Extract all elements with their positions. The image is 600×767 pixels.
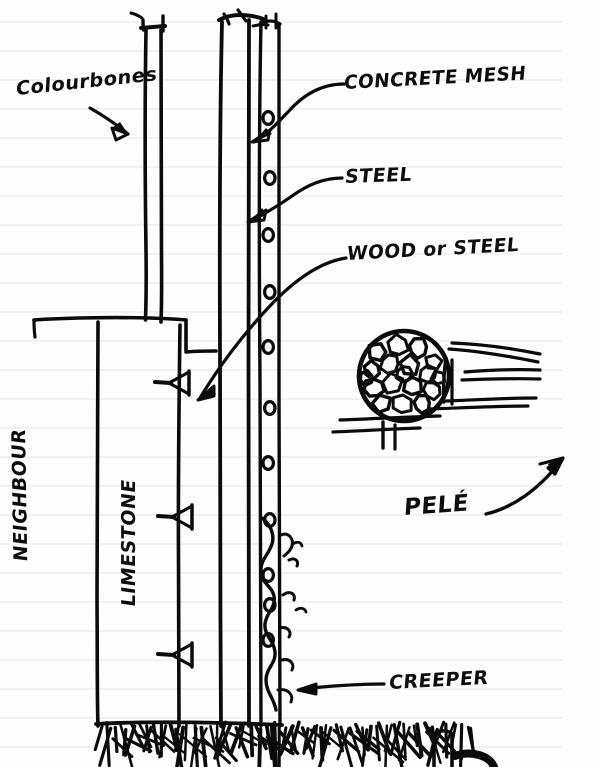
limestone-wall bbox=[32, 315, 284, 728]
horizontal-ground-strokes bbox=[331, 341, 542, 451]
mesh-column-rings bbox=[261, 109, 277, 648]
small-post bbox=[431, 729, 498, 767]
label-pele: PELÉ bbox=[403, 490, 470, 522]
label-neighbour: NEIGHBOUR bbox=[7, 427, 33, 563]
label-limestone: LIMESTONE bbox=[118, 477, 140, 609]
grass-hatch-strokes bbox=[93, 720, 477, 767]
wall-tie-arrow-markers bbox=[153, 369, 194, 669]
mesh-column bbox=[257, 12, 282, 728]
creeper-vine bbox=[259, 516, 308, 712]
leader-lines bbox=[88, 82, 565, 696]
gabion-detail bbox=[356, 328, 452, 424]
colourbond-post bbox=[129, 11, 167, 324]
steel-column bbox=[217, 8, 270, 728]
label-steel: STEEL bbox=[343, 163, 414, 189]
